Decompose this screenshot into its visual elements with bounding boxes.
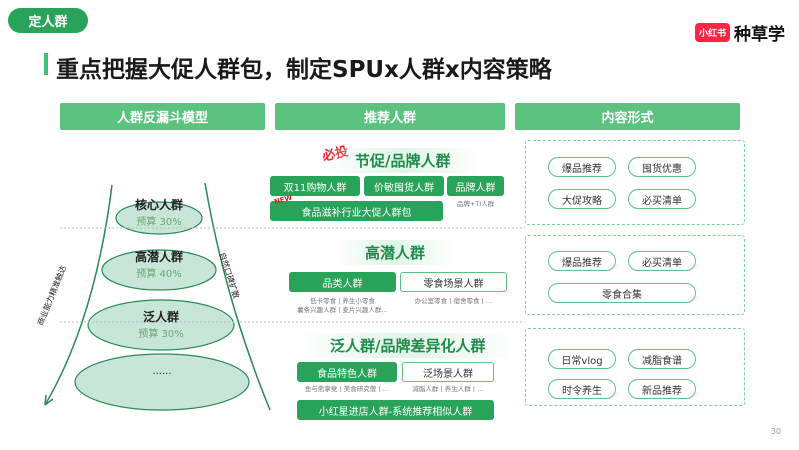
section-title-broad: 泛人群/品牌差异化人群	[300, 333, 516, 358]
left-arrow	[44, 184, 113, 406]
content-pill: 必买清单	[628, 189, 696, 209]
content-box-broad: 日常vlog 减脂食谱 时令养生 新品推荐	[525, 328, 745, 406]
audience-chip[interactable]: 双11购物人群	[270, 176, 360, 196]
section-title-potential: 高潜人群	[335, 240, 456, 265]
brand-logo: 小红书 种草学	[694, 20, 785, 45]
content-box-potential: 爆品推荐 必买清单 零食合集	[525, 235, 745, 315]
logo-badge: 小红书	[694, 23, 730, 42]
level-budget: 预算 30%	[138, 329, 184, 340]
audience-chip[interactable]: 小红星进店人群-系统推荐相似人群	[297, 400, 494, 420]
audience-chip[interactable]: 零食场景人群	[400, 272, 507, 292]
audience-chip[interactable]: 食品滋补行业大促人群包	[270, 201, 443, 221]
audience-note: 低卡零食 | 养生小零食薯条兴趣人群 | 麦片兴趣人群…	[289, 297, 396, 315]
audience-chip[interactable]: 品类人群	[289, 272, 396, 292]
note-line: 薯条兴趣人群 | 麦片兴趣人群…	[297, 306, 388, 314]
funnel-potential: 高潜人群 预算 40%	[118, 248, 200, 280]
funnel-core: 核心人群 预算 30%	[118, 196, 200, 228]
audience-chip[interactable]: 食品特色人群	[297, 362, 397, 382]
funnel-level-1	[115, 201, 203, 235]
level-budget: 预算 30%	[136, 217, 182, 228]
left-arrowhead	[44, 394, 54, 406]
content-pill: 囤货优惠	[628, 157, 696, 177]
audience-chip[interactable]: 泛场景人群	[402, 362, 494, 382]
audience-note: 减脂人群 | 养生人群 | …	[412, 385, 484, 393]
funnel-more: ......	[152, 366, 172, 377]
funnel-level-2	[101, 249, 217, 291]
audience-note: 办公室零食 | 宿舍零食 | …	[414, 297, 493, 305]
column-header-funnel: 人群反漏斗模型	[60, 103, 265, 130]
note-line: 低卡零食 | 养生小零食	[310, 297, 375, 305]
content-pill: 减脂食谱	[628, 349, 696, 369]
page-number: 30	[770, 427, 781, 436]
level-name: 核心人群	[134, 198, 183, 212]
content-pill: 爆品推荐	[548, 251, 616, 271]
content-pill: 必买清单	[628, 251, 696, 271]
funnel-level-3	[87, 299, 235, 351]
right-curve	[204, 182, 271, 411]
content-pill: 日常vlog	[548, 349, 616, 369]
content-pill: 新品推荐	[628, 379, 696, 399]
content-pill: 零食合集	[548, 283, 696, 303]
content-pill: 时令养生	[548, 379, 616, 399]
section-tag: 定人群	[8, 8, 88, 33]
column-header-content: 内容形式	[515, 103, 740, 130]
column-header-audience: 推荐人群	[275, 103, 505, 130]
audience-note: 品牌+TI人群	[456, 200, 495, 208]
content-box-promo: 爆品推荐 囤货优惠 大促攻略 必买清单	[525, 140, 745, 225]
audience-note: 鱼与熊掌党 | 美食研究僧 | …	[304, 385, 390, 393]
slide-title: 重点把握大促人群包，制定SPUx人群x内容策略	[56, 57, 552, 83]
level-name: 泛人群	[142, 310, 179, 324]
level-budget: 预算 40%	[136, 269, 182, 280]
funnel-level-4	[74, 353, 250, 411]
logo-text: 种草学	[734, 25, 785, 45]
title-accent	[44, 53, 48, 75]
funnel-broad: 泛人群 预算 30%	[120, 308, 202, 340]
audience-chip[interactable]: 品牌人群	[447, 176, 504, 196]
audience-chip[interactable]: 价敏囤货人群	[364, 176, 444, 196]
section-title-promo: 节促/品牌人群	[325, 148, 481, 173]
content-pill: 大促攻略	[548, 189, 616, 209]
content-pill: 爆品推荐	[548, 157, 616, 177]
level-name: 高潜人群	[134, 250, 183, 264]
